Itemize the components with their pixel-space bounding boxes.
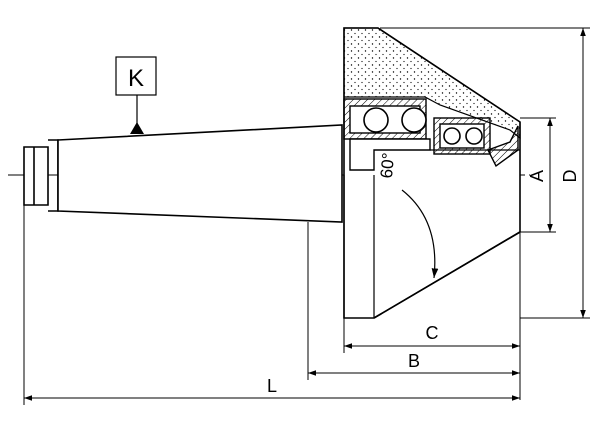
dimension-D bbox=[380, 27, 590, 319]
taper-marker: K bbox=[115, 56, 157, 134]
bearing-ball-3 bbox=[443, 127, 461, 145]
bearing-ball-4 bbox=[465, 127, 483, 145]
housing bbox=[343, 27, 521, 319]
dimension-D-label: D bbox=[560, 170, 580, 183]
dimension-B bbox=[307, 222, 520, 380]
angle-label: 60° bbox=[377, 152, 398, 179]
dimension-B-label: B bbox=[408, 351, 420, 371]
taper-marker-box bbox=[115, 56, 157, 96]
dimension-C bbox=[343, 232, 521, 400]
dimension-L bbox=[23, 205, 520, 405]
angle-indicator: 60° bbox=[377, 152, 439, 279]
dimension-C-label: C bbox=[426, 323, 439, 343]
dimension-A-label: A bbox=[527, 170, 547, 182]
bearing-ball-1 bbox=[363, 107, 389, 133]
dimension-L-label: L bbox=[267, 376, 277, 396]
bearing-balls bbox=[363, 107, 483, 145]
dimension-A bbox=[520, 117, 556, 233]
taper-marker-label: K bbox=[128, 65, 144, 92]
taper-shank bbox=[23, 124, 343, 223]
bearing-ball-2 bbox=[401, 107, 427, 133]
